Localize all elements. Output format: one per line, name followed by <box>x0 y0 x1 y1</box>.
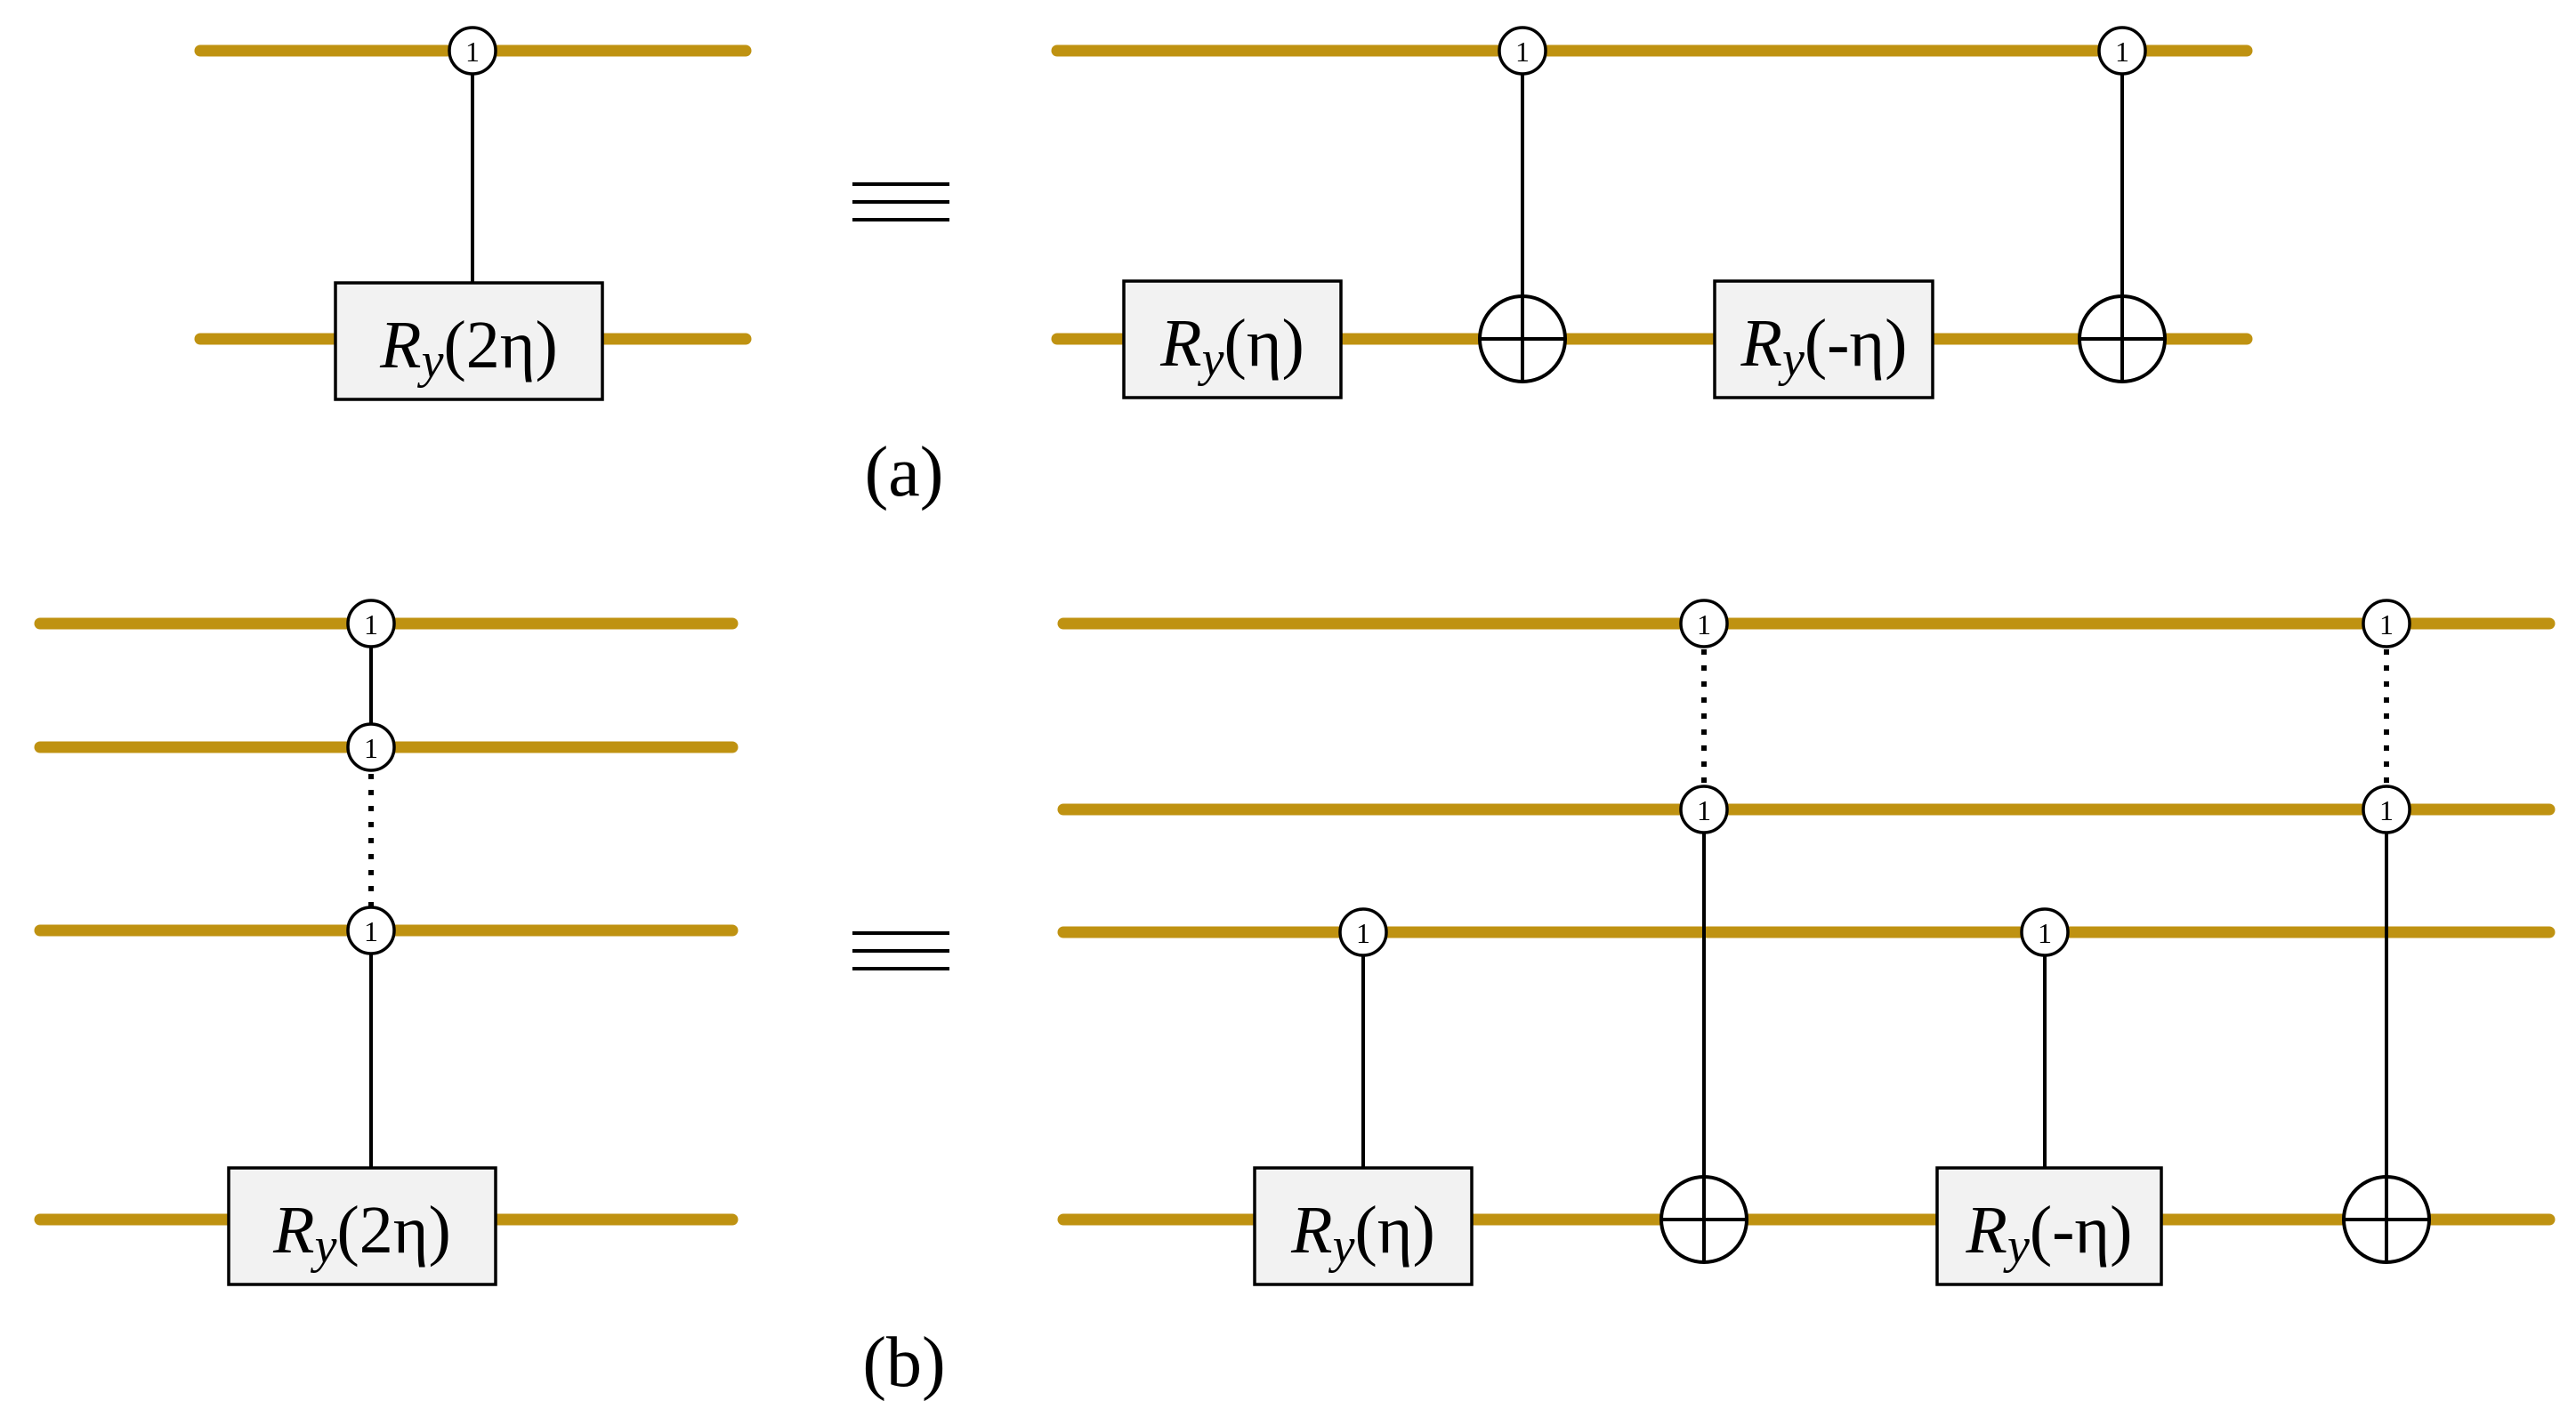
control-dot: 1 <box>1679 785 1729 834</box>
control-dot: 1 <box>448 26 497 76</box>
gate-ry-eta: Ry(η) <box>1253 1166 1474 1286</box>
control-label: 1 <box>364 608 378 640</box>
gate-ry-neg-eta: Ry(-η) <box>1935 1166 2163 1286</box>
gate-ry-eta: Ry(η) <box>1122 279 1343 399</box>
panel-label-a: (a) <box>865 433 944 511</box>
control-label: 1 <box>1697 794 1711 826</box>
control-dot: 1 <box>1679 599 1729 648</box>
gate-label: Ry(η) <box>1159 306 1304 387</box>
control-dot: 1 <box>2362 599 2411 648</box>
cnot-target <box>1659 1175 1748 1264</box>
cnot-target <box>2342 1175 2431 1264</box>
gate-label: Ry(η) <box>1290 1193 1435 1274</box>
control-dot: 1 <box>2362 785 2411 834</box>
gate-label: Ry(2η) <box>272 1193 451 1274</box>
control-label: 1 <box>1697 608 1711 640</box>
control-label: 1 <box>2038 917 2052 949</box>
gate-label: Ry(-η) <box>1740 306 1908 387</box>
equivalence-symbol-a <box>852 182 949 221</box>
control-dot: 1 <box>346 599 396 648</box>
panel-b-right: 1 Ry(η) 1 1 1 Ry(-η) <box>1057 599 2556 1286</box>
gate-ry-2eta: Ry(2η) <box>334 281 604 401</box>
control-label: 1 <box>2379 608 2394 640</box>
control-label: 1 <box>465 36 480 68</box>
panel-a-right: Ry(η) 1 Ry(-η) 1 <box>1051 26 2253 399</box>
control-dot: 1 <box>1338 907 1388 957</box>
equivalence-symbol-b <box>852 931 949 970</box>
control-dot: 1 <box>346 722 396 772</box>
gate-ry-2eta: Ry(2η) <box>227 1166 497 1286</box>
control-label: 1 <box>2115 36 2129 68</box>
control-dot: 1 <box>2097 26 2147 76</box>
control-dot: 1 <box>346 906 396 955</box>
control-label: 1 <box>364 915 378 947</box>
control-dot: 1 <box>1498 26 1547 76</box>
control-label: 1 <box>2379 794 2394 826</box>
control-label: 1 <box>1356 917 1370 949</box>
gate-ry-neg-eta: Ry(-η) <box>1713 279 1934 399</box>
control-dot: 1 <box>2020 907 2070 957</box>
panel-b-left: 1 1 1 Ry(2η) <box>34 599 739 1286</box>
cnot-target <box>1478 294 1567 383</box>
gate-label: Ry(2η) <box>379 308 558 389</box>
control-label: 1 <box>1515 36 1530 68</box>
cnot-target <box>2078 294 2167 383</box>
control-label: 1 <box>364 732 378 764</box>
panel-a-left: 1 Ry(2η) <box>194 26 752 401</box>
panel-label-b: (b) <box>862 1324 945 1402</box>
gate-label: Ry(-η) <box>1966 1193 2133 1274</box>
